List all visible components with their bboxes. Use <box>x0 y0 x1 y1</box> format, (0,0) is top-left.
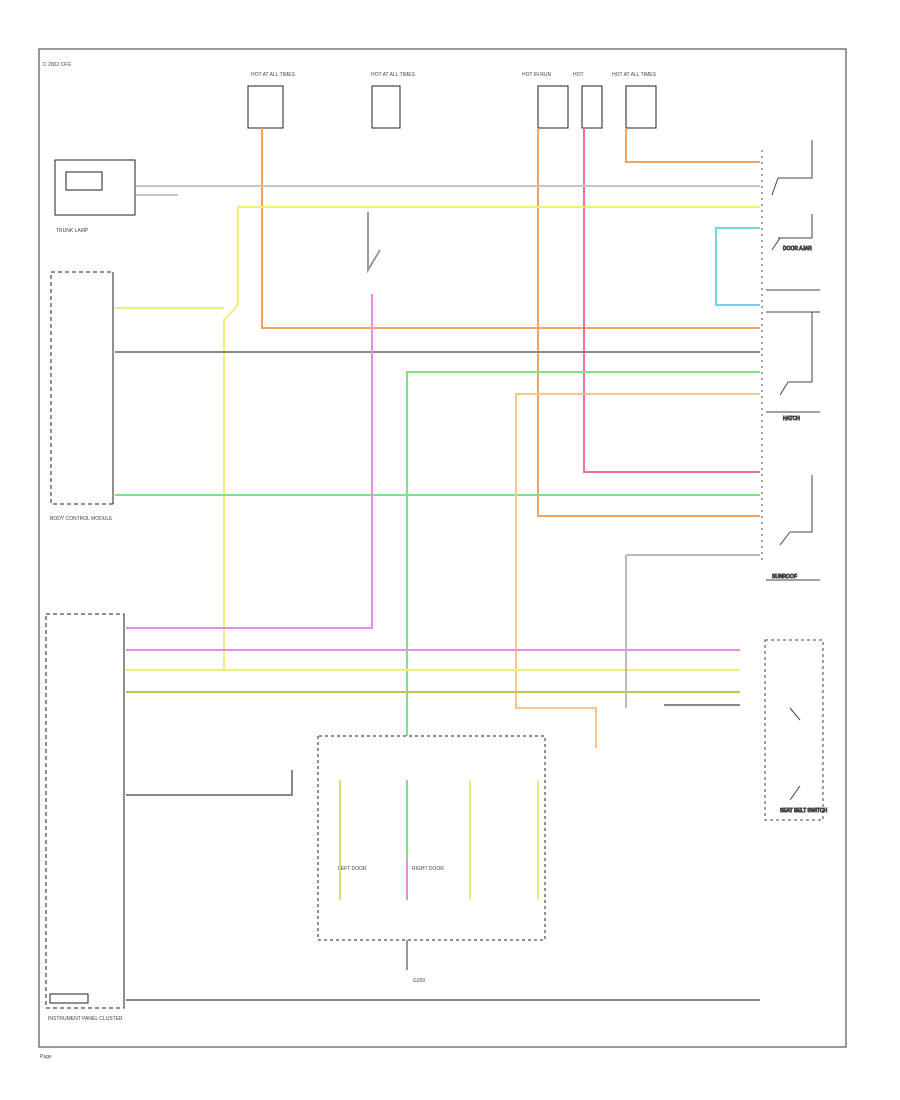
fuse-block-3: HOT IN RUN <box>522 72 569 129</box>
wire-light-orange <box>515 393 760 748</box>
footer-text: Page <box>40 1054 52 1060</box>
svg-text:HOT AT ALL TIMES: HOT AT ALL TIMES <box>371 72 416 78</box>
wire-orange-1 <box>261 128 760 329</box>
wire-violet-1 <box>126 294 373 629</box>
svg-text:LEFT DOOR: LEFT DOOR <box>338 866 367 872</box>
svg-text:INSTRUMENT PANEL CLUSTER: INSTRUMENT PANEL CLUSTER <box>48 1016 123 1022</box>
corner-text: C 2002 CFG <box>43 62 71 68</box>
trunk-lamp: TRUNK LAMP <box>54 159 136 234</box>
fuse-block-1: HOT AT ALL TIMES <box>247 72 296 129</box>
svg-text:SEAT BELT SWITCH: SEAT BELT SWITCH <box>780 808 828 814</box>
lamp-sub-box: LEFT DOOR RIGHT DOOR G200 <box>317 735 546 984</box>
fuse-block-5: HOT AT ALL TIMES <box>612 72 657 129</box>
svg-text:HATCH: HATCH <box>783 416 800 422</box>
svg-text:HOT AT ALL TIMES: HOT AT ALL TIMES <box>251 72 296 78</box>
fuse-block-2: HOT AT ALL TIMES <box>371 72 416 129</box>
wires <box>115 128 760 1001</box>
svg-text:RIGHT DOOR: RIGHT DOOR <box>412 866 444 872</box>
svg-text:TRUNK LAMP: TRUNK LAMP <box>56 228 89 234</box>
wire-orange-2 <box>537 128 760 517</box>
svg-text:HOT AT ALL TIMES: HOT AT ALL TIMES <box>612 72 657 78</box>
svg-text:HOT: HOT <box>573 72 584 78</box>
wire-grey-link <box>367 212 381 274</box>
svg-text:SUNROOF: SUNROOF <box>772 574 797 580</box>
wire-cyan <box>715 227 760 306</box>
instrument-panel-cluster: INSTRUMENT PANEL CLUSTER <box>45 613 125 1022</box>
svg-text:G200: G200 <box>413 978 425 984</box>
switch-column: DOOR AJAR HATCH SUNROOF SEAT BELT SWITCH <box>761 140 828 821</box>
wire-green-1 <box>406 371 760 736</box>
fuse-block-4: HOT <box>573 72 603 129</box>
wire-yellow <box>223 206 760 670</box>
wire-orange-3 <box>625 128 760 163</box>
svg-text:BODY CONTROL MODULE: BODY CONTROL MODULE <box>50 516 113 522</box>
svg-text:HOT IN RUN: HOT IN RUN <box>522 72 551 78</box>
diagram-frame <box>38 48 847 1048</box>
wire-black-4 <box>126 770 293 796</box>
body-control-module: BODY CONTROL MODULE <box>50 271 114 522</box>
wire-pink <box>583 128 760 473</box>
connector-label-box <box>49 993 89 1004</box>
svg-text:DOOR AJAR: DOOR AJAR <box>783 246 812 252</box>
